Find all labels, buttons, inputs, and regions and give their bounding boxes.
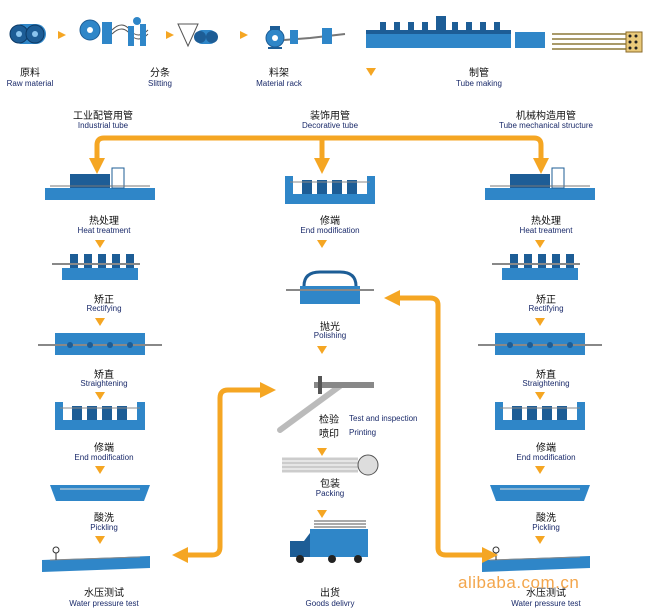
straightening-machine-icon bbox=[478, 333, 602, 355]
middle-column-icons bbox=[277, 176, 379, 563]
end-modification-machine-icon bbox=[285, 176, 375, 204]
step-arrows bbox=[95, 240, 545, 544]
mid-step-3-cn: 检验 bbox=[319, 415, 339, 426]
right-step-4-en: End modification bbox=[516, 453, 576, 462]
right-step-1-cn: 热处理 bbox=[531, 216, 561, 227]
mid-step-2-en: Polishing bbox=[313, 331, 347, 340]
straightening-machine-icon bbox=[38, 333, 162, 355]
water-pressure-tester-icon bbox=[482, 546, 590, 572]
down-arrow-icon bbox=[317, 240, 327, 248]
left-step-1-cn: 热处理 bbox=[89, 216, 119, 227]
mid-step-4-cn: 喷印 bbox=[319, 429, 339, 440]
mid-step-6-cn: 出货 bbox=[320, 588, 340, 599]
right-step-6-cn: 水压测试 bbox=[526, 588, 566, 599]
right-step-2-en: Rectifying bbox=[528, 304, 564, 313]
mid-step-6-en: Goods delivry bbox=[305, 599, 355, 608]
down-arrow-icon bbox=[317, 448, 327, 456]
delivery-truck-icon bbox=[290, 520, 368, 563]
watermark: alibaba.com.cn bbox=[458, 573, 580, 592]
down-arrow-icon bbox=[95, 536, 105, 544]
down-arrow-icon bbox=[95, 466, 105, 474]
left-step-4-en: End modification bbox=[74, 453, 134, 462]
left-step-4-cn: 修端 bbox=[94, 443, 114, 454]
right-column-icons bbox=[478, 167, 602, 572]
pickling-tank-icon bbox=[50, 485, 150, 501]
right-step-3-cn: 矫直 bbox=[536, 370, 556, 381]
left-step-6-en: Water pressure test bbox=[69, 599, 139, 608]
flow-arrow-icon bbox=[166, 31, 174, 39]
down-arrow-icon bbox=[535, 392, 545, 400]
heat-treatment-furnace-icon bbox=[485, 167, 595, 200]
water-pressure-tester-icon bbox=[42, 546, 150, 572]
down-arrow-icon bbox=[535, 466, 545, 474]
right-step-5-en: Pickling bbox=[532, 523, 560, 532]
polishing-machine-icon bbox=[286, 270, 374, 304]
down-arrow-icon bbox=[317, 510, 327, 518]
pickling-tank-icon bbox=[490, 485, 590, 501]
flow-arrow-icon bbox=[240, 31, 248, 39]
right-step-2-cn: 矫正 bbox=[536, 295, 556, 306]
mid-step-5-en: Packing bbox=[315, 489, 345, 498]
branch-arrows bbox=[88, 135, 550, 175]
left-step-3-cn: 矫直 bbox=[94, 370, 114, 381]
mid-step-1-en: End modification bbox=[300, 226, 360, 235]
mid-step-3-en: Test and inspection bbox=[349, 414, 418, 423]
down-arrow-icon bbox=[535, 536, 545, 544]
tube-making-line-icon bbox=[366, 16, 643, 53]
left-step-1-en: Heat treatment bbox=[77, 226, 131, 235]
material-rack-icon bbox=[265, 26, 346, 49]
left-step-6-cn: 水压测试 bbox=[84, 588, 124, 599]
rectifying-machine-icon bbox=[52, 254, 140, 280]
left-step-2-en: Rectifying bbox=[86, 304, 122, 313]
down-arrow-icon bbox=[535, 240, 545, 248]
slitting-coils-icon bbox=[177, 23, 218, 48]
loop-arrows bbox=[171, 289, 499, 564]
right-step-3-en: Straightening bbox=[522, 379, 570, 388]
right-step-1-en: Heat treatment bbox=[519, 226, 573, 235]
right-step-4-cn: 修端 bbox=[536, 443, 556, 454]
left-step-5-en: Pickling bbox=[90, 523, 118, 532]
mid-step-1-cn: 修端 bbox=[320, 216, 340, 227]
down-arrow-icon bbox=[366, 68, 376, 76]
down-arrow-icon bbox=[317, 346, 327, 354]
tube-bundle-icon bbox=[282, 454, 379, 476]
left-step-5-cn: 酸洗 bbox=[94, 513, 114, 524]
flow-arrow-icon bbox=[58, 31, 66, 39]
left-column-icons bbox=[38, 167, 162, 572]
down-arrow-icon bbox=[95, 392, 105, 400]
mid-step-5-cn: 包装 bbox=[320, 479, 340, 490]
raw-material-coils-icon bbox=[9, 24, 46, 44]
end-modification-machine-icon bbox=[55, 402, 145, 430]
mid-step-4-en: Printing bbox=[349, 428, 377, 437]
down-arrow-icon bbox=[95, 318, 105, 326]
rectifying-machine-icon bbox=[492, 254, 580, 280]
heat-treatment-furnace-icon bbox=[45, 167, 155, 200]
down-arrow-icon bbox=[95, 240, 105, 248]
right-step-6-en: Water pressure test bbox=[511, 599, 581, 608]
caliper-inspection-icon bbox=[277, 376, 374, 433]
down-arrow-icon bbox=[535, 318, 545, 326]
end-modification-machine-icon bbox=[495, 402, 585, 430]
left-step-2-cn: 矫正 bbox=[94, 295, 114, 306]
mid-step-2-cn: 抛光 bbox=[320, 322, 340, 333]
right-step-5-cn: 酸洗 bbox=[536, 513, 556, 524]
slitting-machine-icon bbox=[79, 17, 149, 46]
left-step-3-en: Straightening bbox=[80, 379, 128, 388]
